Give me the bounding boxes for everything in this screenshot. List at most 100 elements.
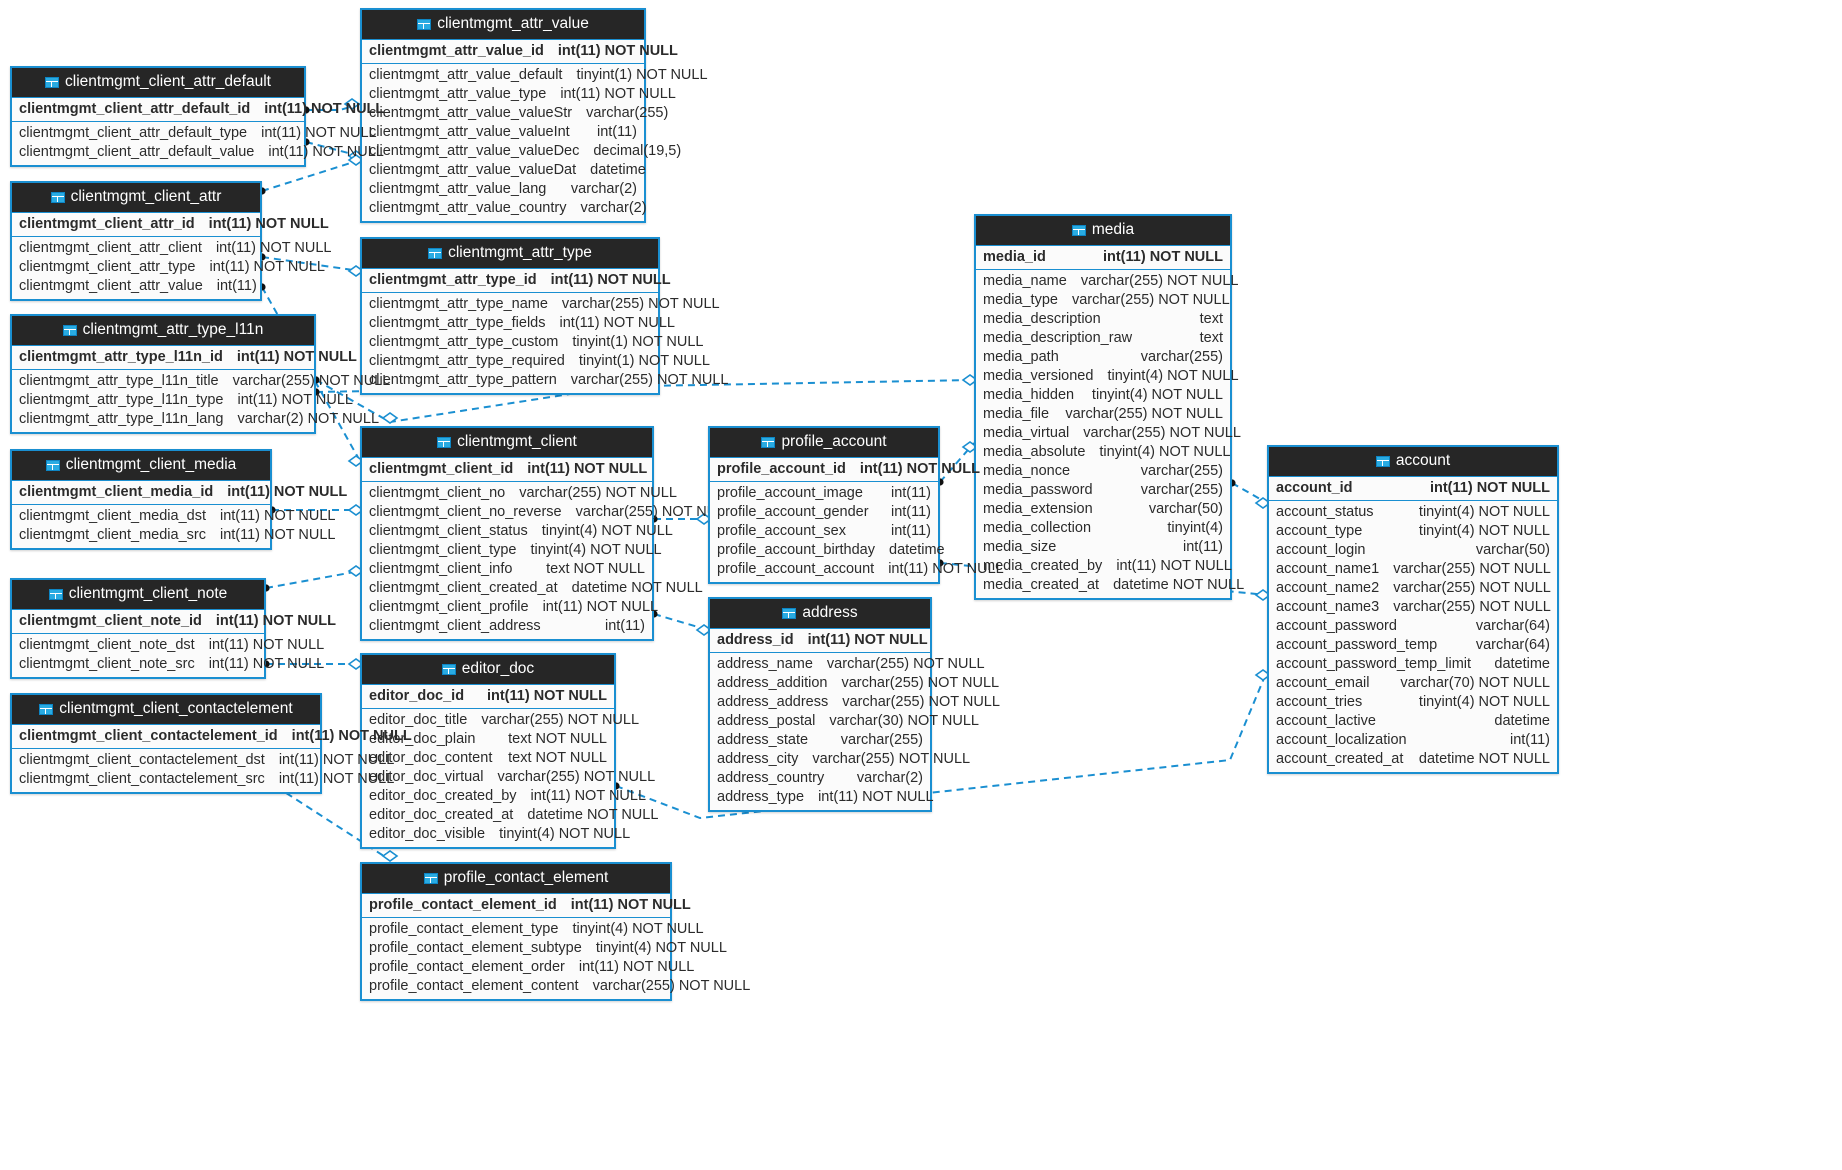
entity-title: clientmgmt_client_attr: [70, 188, 222, 205]
relationship-rel-media-account: [1228, 479, 1272, 509]
column-name: account_lactive: [1276, 713, 1376, 729]
entity-title: media: [1091, 221, 1135, 238]
entity-clientmgmt_client_attr[interactable]: clientmgmt_client_attr clientmgmt_client_…: [10, 181, 331, 301]
column-row: media_description_raw text: [976, 329, 1230, 348]
column-name: account_localization: [1276, 732, 1407, 748]
column-name: clientmgmt_attr_type_fields: [369, 315, 546, 331]
column-name: clientmgmt_client_attr_type: [19, 259, 196, 275]
entity-title: editor_doc: [461, 660, 535, 677]
entity-header: clientmgmt_client_contactelement: [12, 695, 320, 724]
column-type: varchar(255) NOT NULL: [575, 504, 734, 520]
table-icon: [48, 588, 63, 600]
column-type: varchar(255): [840, 732, 923, 748]
column-name: clientmgmt_attr_value_default: [369, 67, 563, 83]
column-row: clientmgmt_client_no_reverse varchar(255)…: [362, 503, 733, 522]
column-type: int(11): [890, 485, 931, 501]
column-type: tinyint(4) NOT NULL: [1107, 368, 1239, 384]
column-name: clientmgmt_attr_value_id: [369, 43, 544, 59]
column-name: clientmgmt_attr_type_id: [369, 272, 537, 288]
column-type: varchar(255) NOT NULL: [1393, 599, 1551, 615]
column-name: clientmgmt_attr_type_l11n_lang: [19, 411, 224, 427]
column-name: media_description_raw: [983, 330, 1133, 346]
column-name: clientmgmt_attr_value_valueStr: [369, 105, 573, 121]
column-type: int(11): [890, 523, 931, 539]
column-type: int(11) NOT NULL: [527, 461, 648, 477]
column-type: datetime NOT NULL: [1113, 577, 1245, 593]
column-row: clientmgmt_attr_value_default tinyint(1) …: [362, 66, 708, 85]
column-type: varchar(255) NOT NULL: [1393, 561, 1551, 577]
column-type: tinyint(1) NOT NULL: [572, 334, 704, 350]
column-name: account_name1: [1276, 561, 1380, 577]
column-name: clientmgmt_attr_type_pattern: [369, 372, 557, 388]
column-name: address_country: [717, 770, 825, 786]
column-type: varchar(255) NOT NULL: [812, 751, 971, 767]
column-name: clientmgmt_client_id: [369, 461, 514, 477]
column-name: media_hidden: [983, 387, 1075, 403]
column-type: text: [1199, 330, 1223, 346]
column-type: tinyint(4) NOT NULL: [1418, 504, 1550, 520]
column-type: tinyint(4) NOT NULL: [1418, 523, 1550, 539]
column-type: varchar(50): [1148, 501, 1223, 517]
column-type: int(11) NOT NULL: [888, 561, 1004, 577]
column-name: clientmgmt_attr_type_l11n_type: [19, 392, 224, 408]
column-name: clientmgmt_client_note_src: [19, 656, 195, 672]
column-name: clientmgmt_attr_value_valueInt: [369, 124, 570, 140]
column-name: clientmgmt_client_no_reverse: [369, 504, 562, 520]
column-name: editor_doc_visible: [369, 826, 486, 842]
column-type: tinyint(1) NOT NULL: [576, 67, 708, 83]
column-type: tinyint(1) NOT NULL: [578, 353, 710, 369]
table-icon: [423, 872, 438, 884]
column-name: profile_contact_element_subtype: [369, 940, 582, 956]
table-icon: [441, 663, 456, 675]
relationship-line: [653, 613, 709, 631]
column-name: editor_doc_created_by: [369, 788, 517, 804]
column-type: int(11) NOT NULL: [215, 240, 332, 256]
column-type: varchar(255) NOT NULL: [1393, 580, 1551, 596]
table-icon: [1071, 224, 1086, 236]
column-type: varchar(2): [570, 181, 637, 197]
column-name: clientmgmt_client_note_dst: [19, 637, 195, 653]
entity-clientmgmt_client_contactelement[interactable]: clientmgmt_client_contactelement clientmg…: [10, 693, 412, 794]
column-name: media_size: [983, 539, 1057, 555]
column-type: int(11) NOT NULL: [570, 897, 691, 913]
